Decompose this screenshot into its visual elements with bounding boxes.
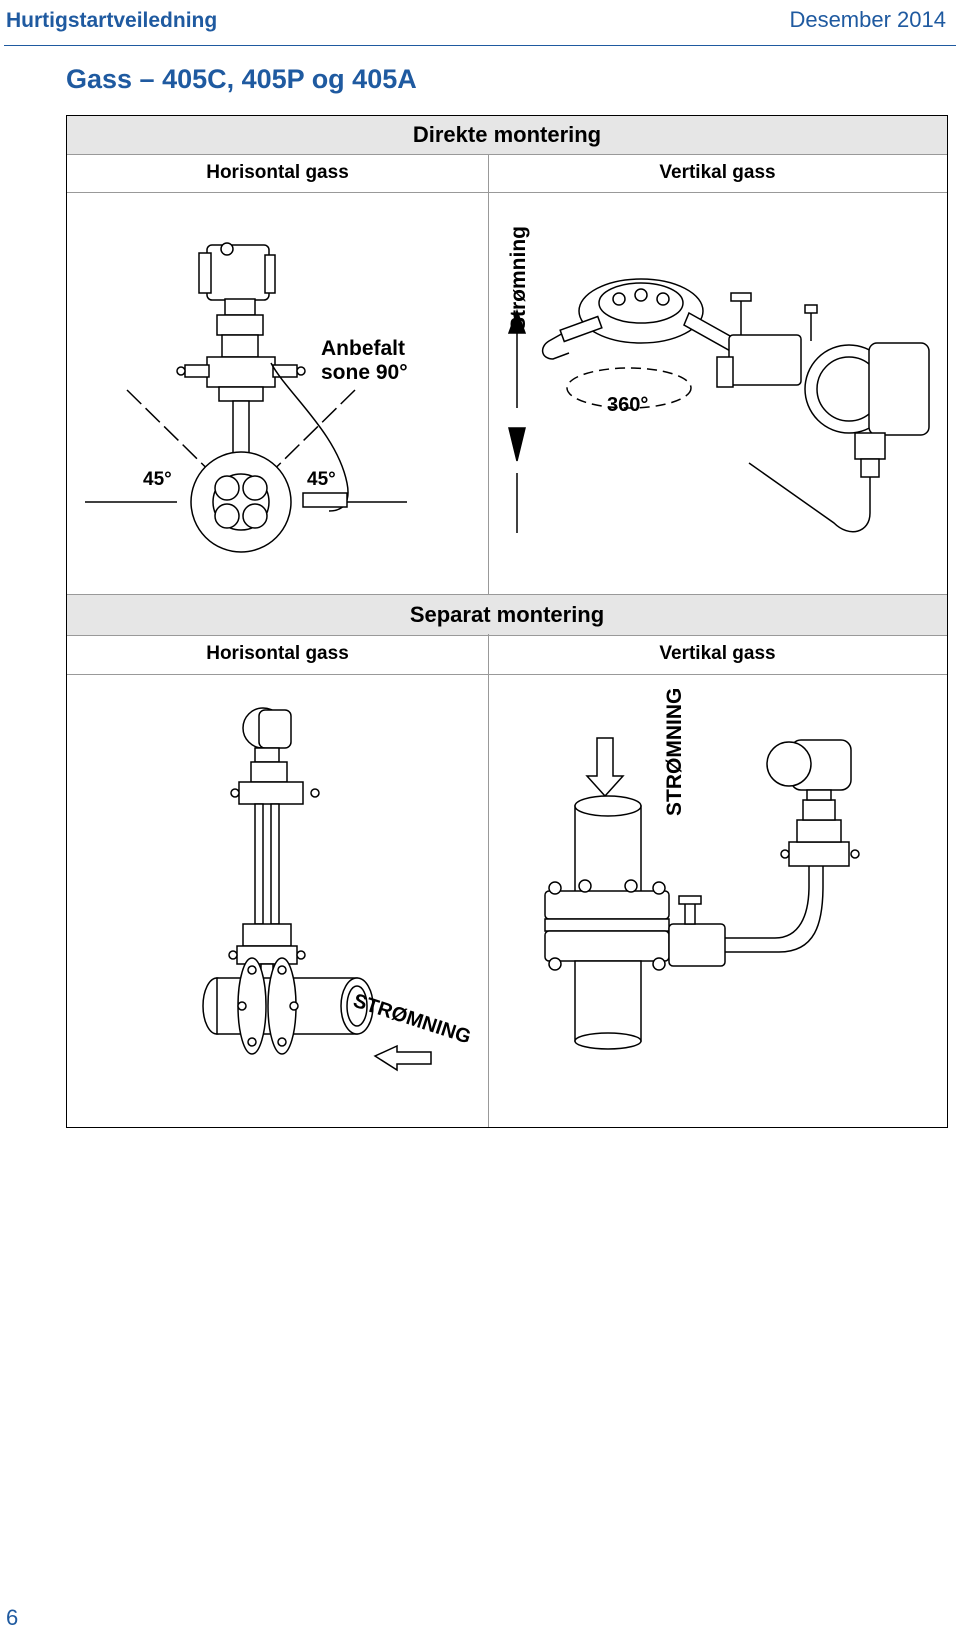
mounting-table: Direkte montering Horisontal gass Vertik… [66,115,948,1128]
direct-horizontal-gas-label: Horisontal gass [206,162,349,183]
recommended-zone-line2: sone 90° [321,361,408,384]
column-divider-lower [488,634,489,1127]
column-divider [488,154,489,594]
remote-subheader-row: Horisontal gass Vertikal gass [67,634,947,675]
direct-subheader-row: Horisontal gass Vertikal gass [67,154,947,193]
rotation-label: 360° [607,394,648,416]
direct-flow-label: Strømning [507,226,530,331]
page-number: 6 [6,1605,19,1630]
remote-vertical-flow-label: STRØMNING [663,688,686,816]
direct-angle-right: 45° [307,469,336,490]
remote-horizontal-figure: STRØMNING [202,707,473,1072]
running-header-date: Desember 2014 [789,7,946,32]
direct-vertical-figure: Strømning 360° [507,226,930,533]
remote-vertical-gas-label: Vertikal gass [659,643,776,664]
direct-angle-left: 45° [143,469,172,490]
direct-vertical-gas-label: Vertikal gass [659,162,776,183]
direct-mounting-heading: Direkte montering [67,116,947,155]
remote-vertical-figure: STRØMNING [544,688,860,1050]
running-header-title: Hurtigstartveiledning [6,9,218,32]
direct-horizontal-figure: 45° 45° Anbefalt sone 90° [85,242,408,553]
page-title: Gass – 405C, 405P og 405A [66,64,417,94]
recommended-zone-line1: Anbefalt [321,337,405,360]
remote-mounting-heading: Separat montering [67,594,947,636]
header-divider [4,45,956,46]
remote-horizontal-gas-label: Horisontal gass [206,643,349,664]
